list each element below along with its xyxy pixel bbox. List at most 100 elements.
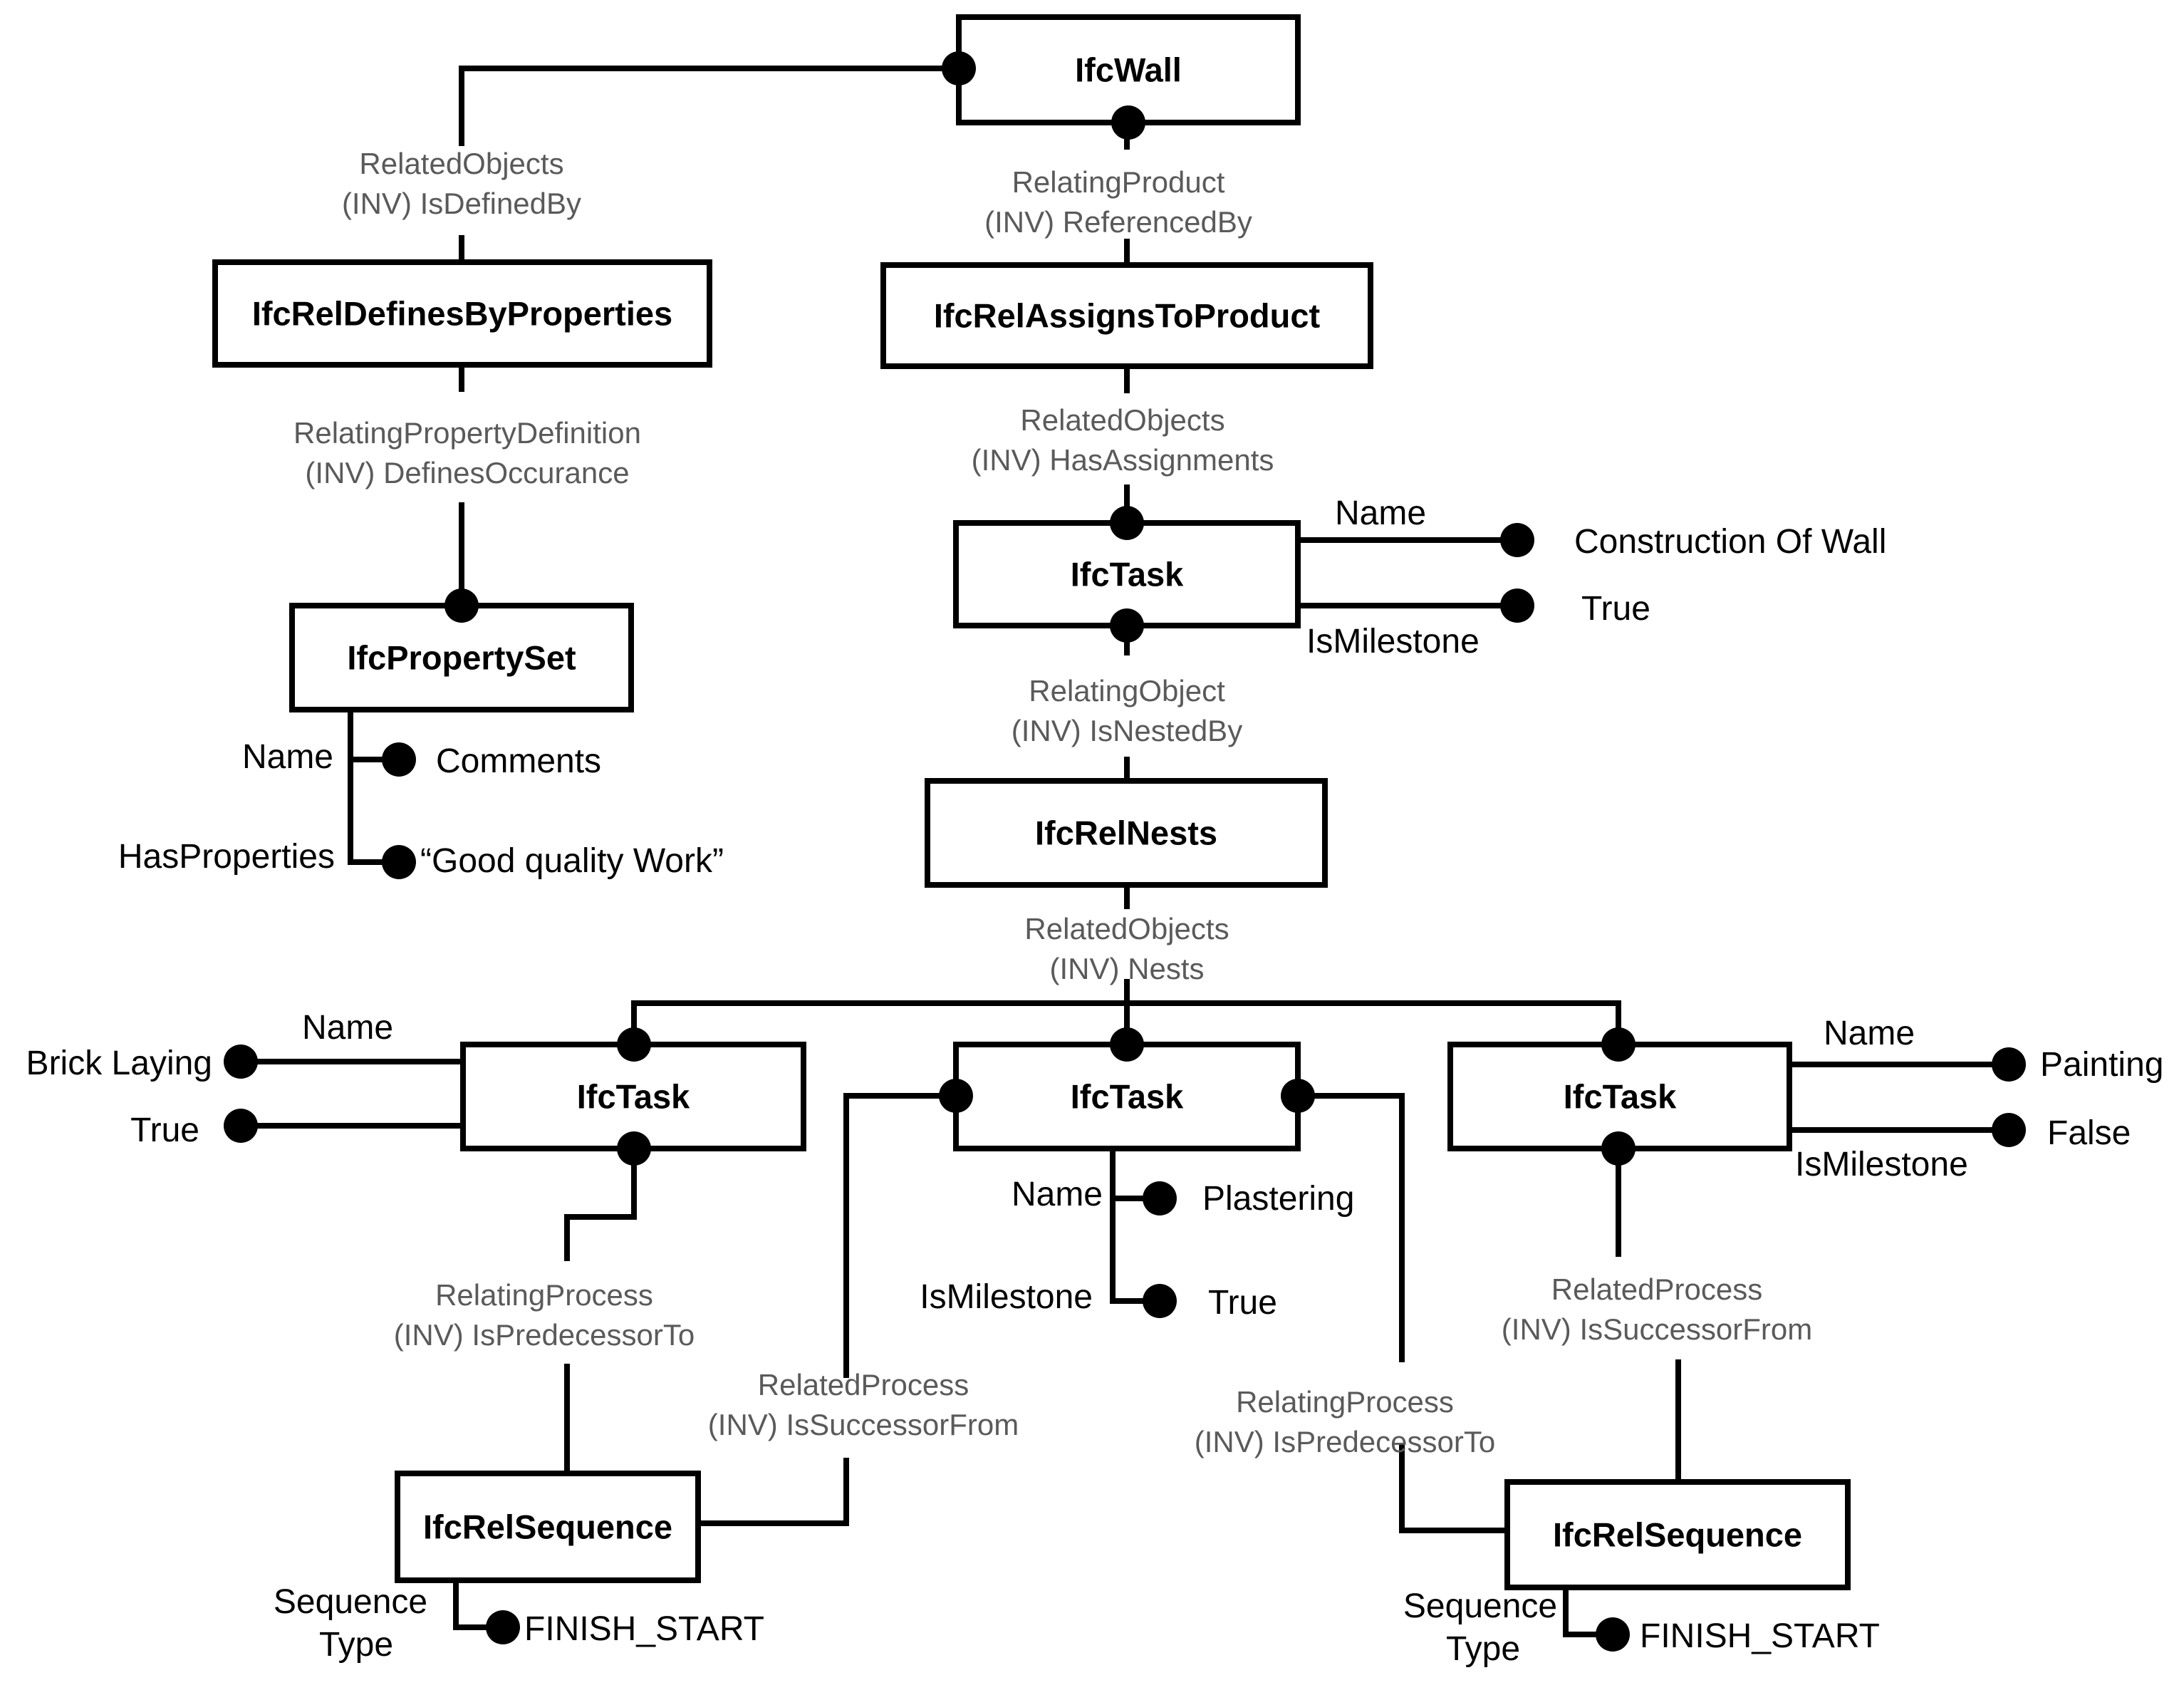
left-task-name-value-dot <box>224 1045 258 1079</box>
center-task-left-port <box>939 1079 973 1113</box>
main-task-milestone-value: True <box>1581 590 1650 628</box>
connection-dots <box>224 51 2026 1652</box>
seq-to-center-task-label-2: (INV) IsSuccessorFrom <box>708 1408 1019 1441</box>
seq-right-type-value-dot <box>1596 1617 1630 1652</box>
ifc-task-left-label: IfcTask <box>577 1078 690 1116</box>
ifc-rel-sequence-right-label: IfcRelSequence <box>1553 1516 1802 1554</box>
center-task-to-seq-line <box>1298 1093 1405 1362</box>
right-task-to-seq-label-2: (INV) IsSuccessorFrom <box>1502 1312 1812 1346</box>
left-task-to-seq-label-2: (INV) IsPredecessorTo <box>394 1318 695 1352</box>
center-task-name-label: Name <box>1012 1176 1103 1213</box>
left-task-milestone-value: True <box>130 1111 199 1149</box>
ifc-rel-sequence-right-node[interactable]: IfcRelSequence <box>1504 1479 1851 1590</box>
wall-to-defines-label-2: (INV) IsDefinedBy <box>342 187 581 220</box>
center-task-milestone-value: True <box>1208 1284 1277 1322</box>
ifc-task-center-label: IfcTask <box>1071 1078 1184 1116</box>
left-task-to-seq-line <box>564 1149 637 1261</box>
pset-name-label: Name <box>242 738 333 776</box>
ifc-property-set-label: IfcPropertySet <box>347 639 576 677</box>
pset-props-value-dot <box>382 845 416 879</box>
pset-attr-line <box>348 710 399 865</box>
right-task-milestone-value: False <box>2047 1114 2131 1152</box>
main-task-name-value-dot <box>1500 523 1534 557</box>
relationship-labels: RelatedObjects (INV) IsDefinedBy Relatin… <box>293 147 1812 1458</box>
main-task-milestone-value-dot <box>1500 589 1534 623</box>
ifc-property-set-node[interactable]: IfcPropertySet <box>289 603 634 712</box>
pset-props-value: “Good quality Work” <box>420 842 724 880</box>
center-task-to-seq-label-2: (INV) IsPredecessorTo <box>1195 1425 1495 1458</box>
defines-to-pset-label-1: RelatingPropertyDefinition <box>293 416 641 450</box>
center-task-to-seq-line-lower <box>1399 1443 1507 1533</box>
pset-name-value: Comments <box>436 742 601 780</box>
center-task-milestone-value-dot <box>1143 1284 1177 1318</box>
seq-to-center-task-label-1: RelatedProcess <box>758 1368 969 1401</box>
ifc-rel-nests-node[interactable]: IfcRelNests <box>925 778 1328 888</box>
right-task-name-value: Painting <box>2040 1046 2163 1084</box>
main-task-name-value: Construction Of Wall <box>1574 523 1886 561</box>
assigns-to-task-label-1: RelatedObjects <box>1020 403 1224 437</box>
main-task-bottom-port <box>1110 608 1144 643</box>
seq-right-type-value: FINISH_START <box>1640 1617 1880 1655</box>
right-task-to-seq-label-1: RelatedProcess <box>1551 1272 1762 1306</box>
seq-right-type-label-1: Sequence <box>1403 1587 1557 1625</box>
left-task-top-port <box>617 1027 651 1062</box>
ifc-rel-sequence-left-node[interactable]: IfcRelSequence <box>395 1471 701 1583</box>
seq-to-center-task-line <box>698 1458 849 1526</box>
nests-branch-line <box>631 1000 1621 1045</box>
seq-left-type-value-dot <box>486 1610 520 1644</box>
ifc-rel-defines-by-properties-node[interactable]: IfcRelDefinesByProperties <box>212 259 712 368</box>
left-task-to-seq-label-1: RelatingProcess <box>435 1278 653 1312</box>
attribute-labels: Name Comments HasProperties “Good qualit… <box>26 494 2164 1668</box>
right-task-bottom-port <box>1601 1131 1636 1166</box>
left-task-name-label: Name <box>302 1009 393 1047</box>
right-task-top-port <box>1601 1027 1636 1062</box>
ifc-task-right-label: IfcTask <box>1564 1078 1677 1116</box>
task-to-nests-label-1: RelatingObject <box>1029 674 1225 707</box>
main-task-top-port <box>1110 506 1144 540</box>
center-task-right-port <box>1281 1079 1315 1113</box>
seq-left-type-value: FINISH_START <box>524 1610 764 1648</box>
wall-to-defines-line <box>459 66 959 146</box>
ifc-task-right-node[interactable]: IfcTask <box>1447 1042 1792 1151</box>
nests-to-tasks-label-1: RelatedObjects <box>1024 912 1229 945</box>
ifc-rel-assigns-to-product-node[interactable]: IfcRelAssignsToProduct <box>880 262 1373 369</box>
center-task-attr-line <box>1110 1149 1160 1304</box>
wall-to-defines-label-1: RelatedObjects <box>359 147 563 180</box>
ifc-wall-node[interactable]: IfcWall <box>956 14 1301 125</box>
seq-right-type-label-2: Type <box>1446 1630 1520 1668</box>
left-task-milestone-value-dot <box>224 1109 258 1143</box>
right-task-name-label: Name <box>1824 1015 1915 1052</box>
seq-to-center-task-line-upper <box>843 1093 956 1378</box>
right-task-milestone-label: IsMilestone <box>1795 1146 1968 1183</box>
ifc-task-left-node[interactable]: IfcTask <box>460 1042 806 1151</box>
task-to-nests-label-2: (INV) IsNestedBy <box>1012 714 1242 747</box>
wall-to-assigns-label-1: RelatingProduct <box>1012 165 1225 199</box>
ifc-task-main-label: IfcTask <box>1071 556 1184 593</box>
ifc-rel-nests-label: IfcRelNests <box>1035 814 1217 852</box>
left-task-name-value: Brick Laying <box>26 1045 212 1082</box>
pset-top-port <box>444 589 479 623</box>
seq-left-type-label-2: Type <box>319 1626 393 1664</box>
main-task-name-label: Name <box>1335 494 1426 532</box>
right-task-milestone-value-dot <box>1992 1113 2026 1147</box>
wall-bottom-port <box>1111 105 1145 140</box>
pset-name-value-dot <box>382 742 416 777</box>
ifc-wall-label: IfcWall <box>1075 51 1182 89</box>
nests-to-tasks-label-2: (INV) Nests <box>1049 952 1204 985</box>
wall-left-port <box>942 51 976 85</box>
ifc-rel-defines-by-properties-label: IfcRelDefinesByProperties <box>252 295 672 333</box>
center-task-milestone-label: IsMilestone <box>920 1278 1093 1316</box>
wall-to-assigns-label-2: (INV) ReferencedBy <box>984 205 1252 239</box>
center-task-top-port <box>1110 1027 1144 1062</box>
defines-to-pset-label-2: (INV) DefinesOccurance <box>305 456 629 489</box>
center-task-to-seq-label-1: RelatingProcess <box>1236 1385 1454 1419</box>
right-task-name-value-dot <box>1992 1047 2026 1082</box>
ifc-rel-assigns-to-product-label: IfcRelAssignsToProduct <box>934 297 1321 335</box>
left-task-bottom-port <box>617 1131 651 1166</box>
ifc-rel-sequence-left-label: IfcRelSequence <box>423 1508 672 1546</box>
seq-left-type-label-1: Sequence <box>274 1583 427 1621</box>
assigns-to-task-label-2: (INV) HasAssignments <box>972 443 1274 477</box>
center-task-name-value: Plastering <box>1202 1180 1354 1218</box>
main-task-milestone-label: IsMilestone <box>1306 623 1480 660</box>
